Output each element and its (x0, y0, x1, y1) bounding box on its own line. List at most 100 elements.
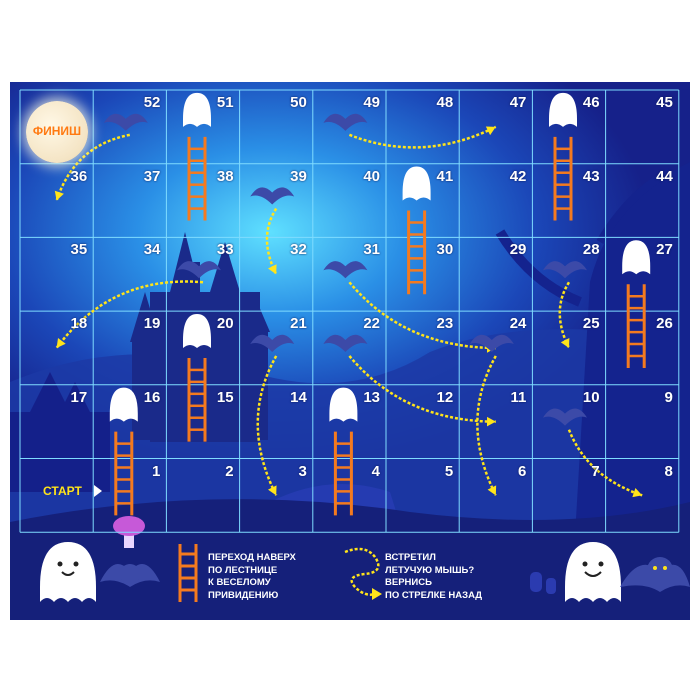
cell-number: 45 (656, 94, 673, 111)
ghost-icon (402, 166, 431, 201)
cell-number: 27 (656, 241, 673, 259)
bat-icon (543, 408, 587, 426)
finish-moon: ФИНИШ (26, 101, 88, 163)
cell-number: 23 (436, 315, 454, 333)
cell-number: 32 (290, 241, 307, 259)
cell-number: 30 (436, 241, 454, 259)
ladder (114, 431, 134, 516)
bat-arrow-head (56, 338, 66, 348)
legend-bat-right-icon (620, 557, 690, 592)
cell-number: 33 (216, 241, 234, 259)
cell-number: 43 (582, 167, 600, 185)
bat-icon (250, 187, 295, 205)
cell-number: 41 (436, 167, 454, 185)
ladder (187, 357, 207, 442)
cell-number: 11 (510, 388, 527, 406)
cell-number: 14 (290, 388, 307, 406)
cell-number: 29 (509, 241, 527, 259)
ghost-icon (329, 387, 358, 422)
start-label: СТАРТ (43, 484, 82, 498)
legend-ladder-line: ПЕРЕХОД НАВЕРХ (208, 552, 296, 563)
cell-number: 20 (216, 315, 234, 333)
cell-number: 15 (216, 388, 234, 406)
ghost-icon (109, 387, 138, 422)
ladder (407, 210, 427, 295)
legend-arrow-icon (344, 547, 382, 600)
cell-number: 35 (70, 241, 88, 259)
bat-arrow-head (267, 264, 277, 275)
cell-number: 3 (298, 462, 307, 480)
mushroom-icon (113, 516, 145, 548)
cell-number: 1 (152, 462, 161, 480)
ladder (187, 136, 207, 221)
bat-icon (469, 334, 514, 352)
cell-number: 44 (656, 167, 673, 185)
bat-icon (177, 261, 221, 279)
bat-arrow-head (267, 485, 277, 496)
cell-number: 10 (582, 388, 600, 406)
bat-arrow-head (632, 488, 643, 498)
cell-number: 42 (509, 167, 527, 185)
cell-number: 4 (371, 462, 380, 480)
cell-number: 50 (290, 94, 307, 111)
legend-ghost-left-icon (40, 542, 96, 602)
legend-bat-line: ЛЕТУЧУЮ МЫШЬ? (385, 564, 475, 576)
legend-ladder-line: ПО ЛЕСТНИЦЕ (208, 564, 278, 576)
cell-number: 46 (582, 94, 600, 111)
ghost-icon (622, 240, 651, 275)
bat-arrow (476, 355, 497, 496)
bat-arrow-head (487, 485, 497, 496)
ladder (553, 136, 573, 221)
cell-number: 39 (290, 167, 307, 185)
bat-arrow-head (560, 337, 570, 348)
bat-arrow-head (487, 416, 496, 427)
start-arrow-icon (94, 485, 102, 497)
tree-right (495, 162, 690, 620)
cell-number: 5 (444, 462, 454, 480)
bat-icon (323, 334, 368, 352)
cell-number: 6 (518, 462, 527, 480)
cell-number: 12 (436, 388, 454, 406)
bat-arrow (348, 125, 497, 149)
legend-ghost-right-icon (565, 542, 621, 602)
bat-arrow (55, 280, 204, 349)
finish-label: ФИНИШ (32, 124, 82, 138)
bat-icon (323, 113, 368, 131)
cell-number: 49 (363, 94, 380, 111)
cell-number: 36 (70, 167, 88, 185)
cell-number: 48 (436, 94, 454, 111)
cell-number: 47 (509, 94, 527, 111)
bat-arrow (348, 281, 496, 350)
cell-number: 22 (363, 315, 380, 333)
bat-arrow (256, 355, 278, 496)
cell-number: 51 (216, 94, 234, 111)
legend-ladder-icon (178, 544, 198, 602)
bat-arrow (567, 429, 643, 497)
ladder (333, 431, 353, 516)
legend-ladder-line: ПРИВИДЕНИЮ (208, 589, 279, 601)
cell-number: 26 (656, 315, 673, 333)
ghost-icon (549, 92, 577, 127)
legend-bat-line: ПО СТРЕЛКЕ НАЗАД (385, 589, 483, 601)
bat-icon (323, 261, 368, 279)
bat-arrow-head (485, 126, 496, 136)
bat-icon (103, 113, 148, 131)
background-scenery (10, 162, 690, 620)
bat-icon (250, 334, 295, 352)
bat-icon (543, 261, 587, 279)
legend-bat-line: ВСТРЕТИЛ (385, 552, 436, 563)
bat-arrow-head (54, 190, 64, 201)
board-grid (19, 89, 680, 533)
ladder (626, 284, 646, 368)
cell-number: 9 (664, 388, 673, 406)
legend-ladder-text: ПЕРЕХОД НАВЕРХ ПО ЛЕСТНИЦЕ К ВЕСЕЛОМУ ПР… (208, 552, 318, 602)
ghost-icon (183, 92, 211, 127)
cell-number: 17 (70, 388, 88, 406)
cell-number: 40 (363, 167, 380, 185)
legend-ladder-line: К ВЕСЕЛОМУ (208, 577, 271, 588)
legend-bat-left-icon (100, 564, 160, 587)
cell-number: 31 (363, 241, 380, 259)
cell-number: 8 (664, 462, 673, 480)
bat-arrow (55, 133, 131, 201)
